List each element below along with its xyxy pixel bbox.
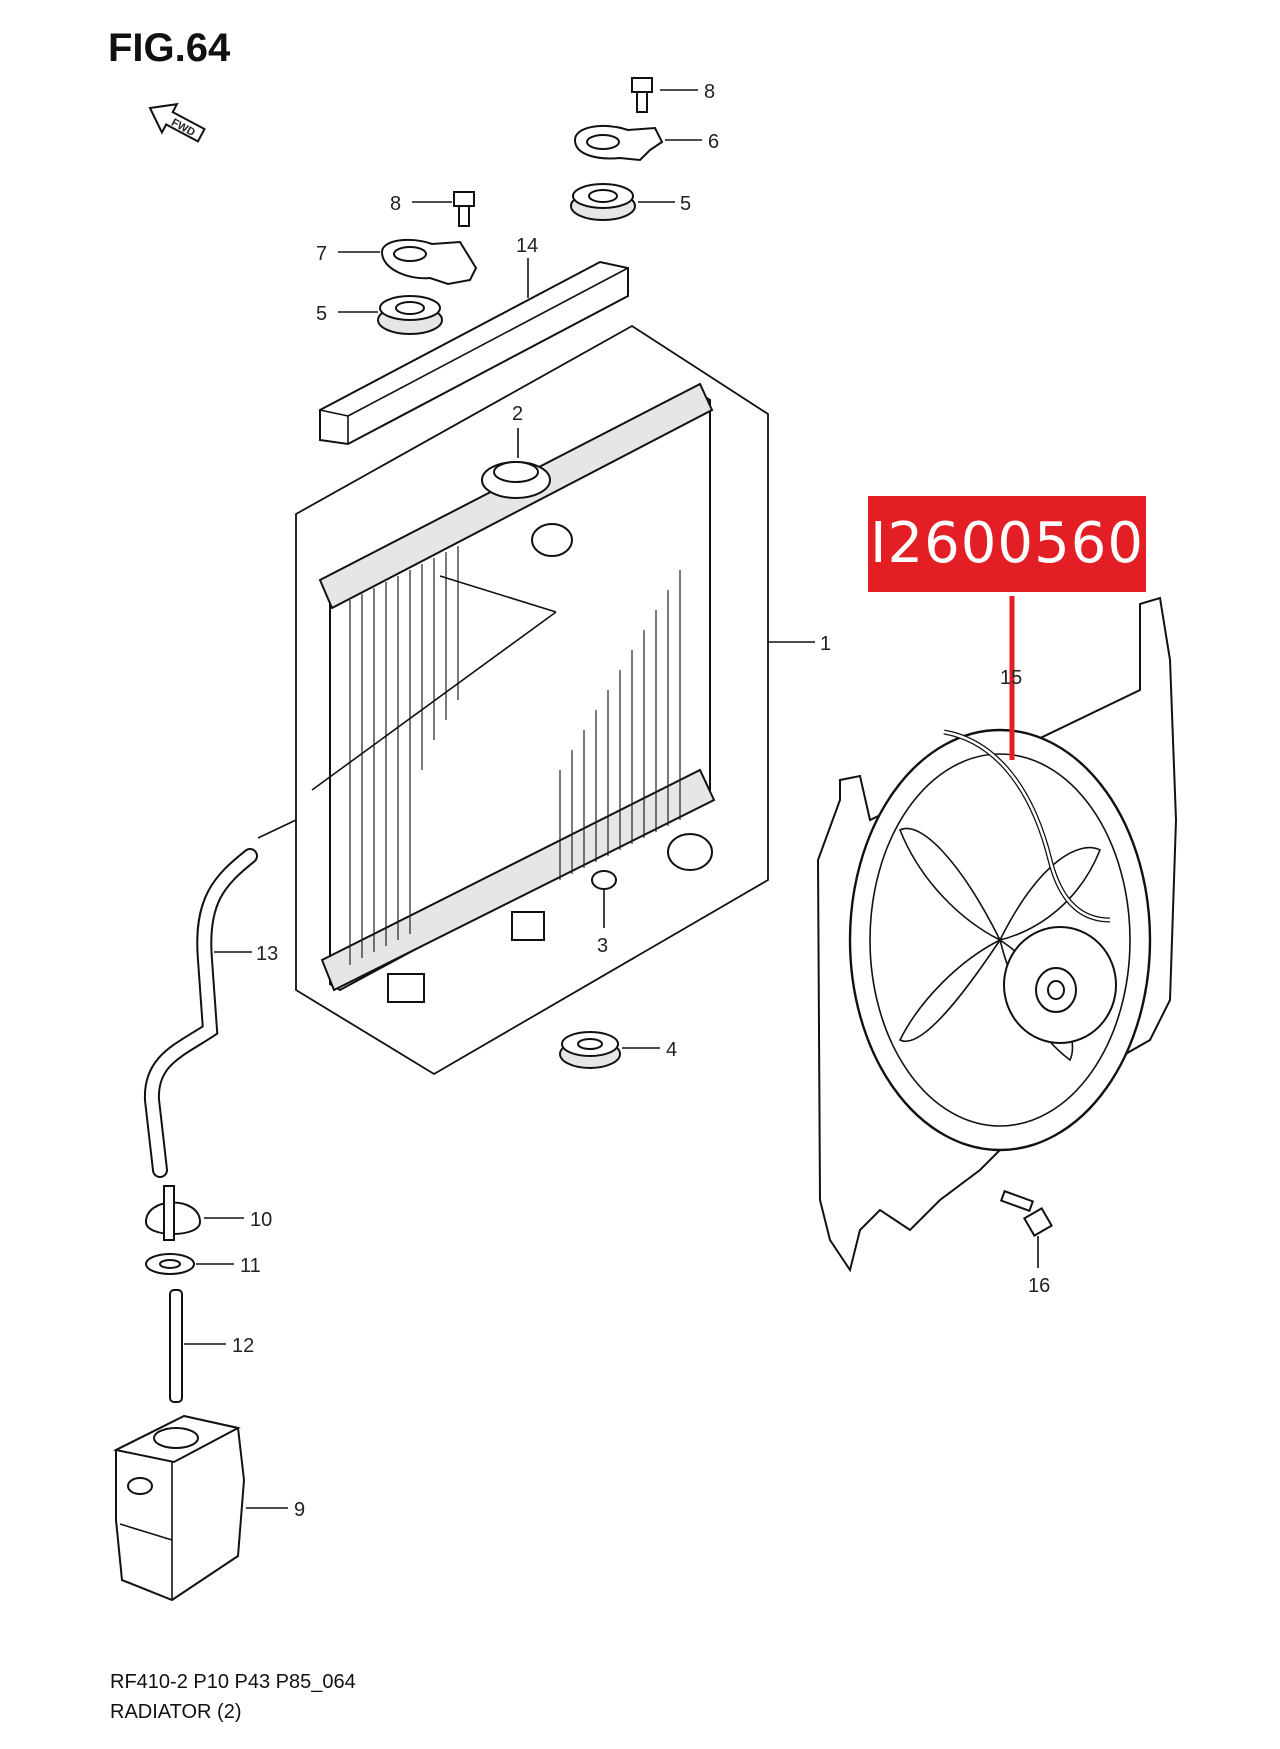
reservoir-cap-10 (144, 1185, 244, 1241)
bracket-7 (338, 238, 478, 286)
bolt-16 (999, 1189, 1054, 1268)
callout-14: 14 (516, 235, 538, 257)
radiator-group-outline (295, 324, 769, 1076)
callout-8-left: 8 (390, 193, 401, 215)
callout-13: 13 (256, 943, 278, 965)
hose-12 (169, 1289, 226, 1403)
callout-1: 1 (820, 633, 831, 655)
callout-3: 3 (597, 935, 608, 957)
figure-title: FIG.64 (108, 26, 231, 70)
seal-14 (319, 258, 629, 446)
callout-7: 7 (316, 243, 327, 265)
footer-section: RADIATOR (2) (110, 1701, 242, 1723)
fwd-label: FWD (169, 117, 197, 139)
bracket-6 (573, 124, 702, 162)
callout-5-left: 5 (316, 303, 327, 325)
bolt-8-top (631, 77, 698, 113)
callout-12: 12 (232, 1335, 254, 1357)
fwd-arrow-icon: FWD (148, 102, 206, 143)
reservoir-tank-9 (112, 1414, 288, 1602)
callout-11: 11 (240, 1255, 261, 1277)
fan-assembly-15 (816, 596, 1178, 1273)
callout-5-right: 5 (680, 193, 691, 215)
grommet-4 (559, 1031, 660, 1069)
footer-model-line: RF410-2 P10 P43 P85_064 (110, 1671, 356, 1693)
callout-8-top: 8 (704, 81, 715, 103)
callout-2: 2 (512, 403, 523, 425)
callout-16: 16 (1028, 1275, 1050, 1297)
part-code-badge: I2600560 (868, 496, 1146, 592)
cushion-5-left (338, 295, 443, 335)
callout-4: 4 (666, 1039, 677, 1061)
bolt-8-left (412, 191, 475, 227)
callout-15: 15 (1000, 667, 1022, 689)
washer-11 (145, 1253, 234, 1275)
cushion-5-right (570, 183, 675, 221)
callout-9: 9 (294, 1499, 305, 1521)
hose-13 (143, 848, 258, 1178)
callout-10: 10 (250, 1209, 272, 1231)
radiator-cap-2 (481, 428, 551, 499)
callout-6: 6 (708, 131, 719, 153)
